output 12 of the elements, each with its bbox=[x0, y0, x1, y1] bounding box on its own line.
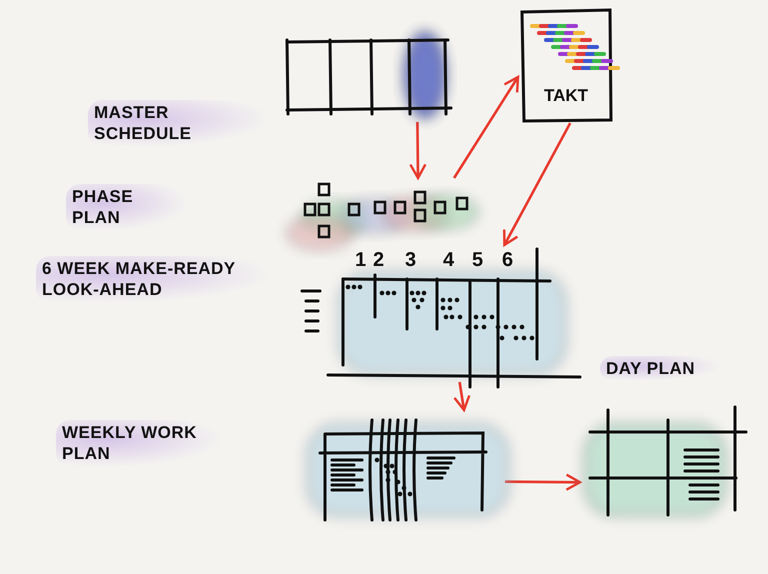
column-number: 6 bbox=[502, 249, 514, 272]
column-number: 1 bbox=[355, 249, 366, 272]
column-number: 2 bbox=[373, 249, 384, 272]
arrow bbox=[409, 122, 427, 180]
chart-title: TAKT bbox=[544, 86, 588, 106]
column-number: 4 bbox=[443, 249, 454, 272]
column-number: 5 bbox=[472, 249, 484, 272]
arrow bbox=[505, 473, 582, 491]
arrow bbox=[453, 76, 520, 179]
arrow bbox=[503, 122, 572, 246]
arrow bbox=[453, 382, 471, 412]
column-number: 3 bbox=[405, 249, 416, 272]
